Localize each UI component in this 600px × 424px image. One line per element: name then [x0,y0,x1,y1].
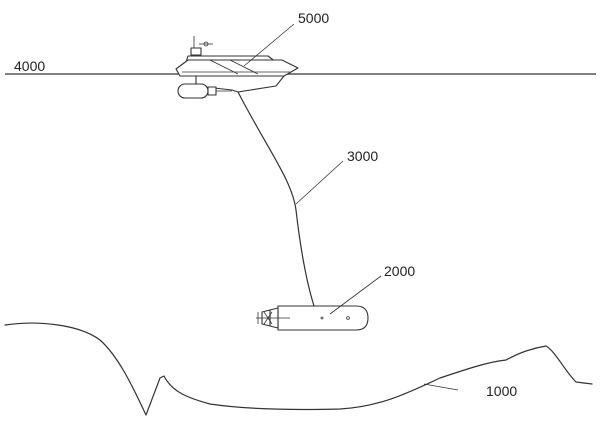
underwater-vehicle [256,305,369,331]
label-4000: 4000 [14,58,45,74]
label-3000: 3000 [347,148,378,164]
vehicle-leader-line [329,275,382,315]
label-2000: 2000 [384,263,415,279]
seabed-profile [4,322,593,416]
vessel-leader-line [243,23,295,67]
tether-cable [237,91,315,307]
label-5000: 5000 [298,10,329,26]
surface-vessel [175,36,299,99]
label-1000: 1000 [486,383,517,399]
cable-leader-line [295,160,344,205]
seabed-leader-line [423,383,459,391]
